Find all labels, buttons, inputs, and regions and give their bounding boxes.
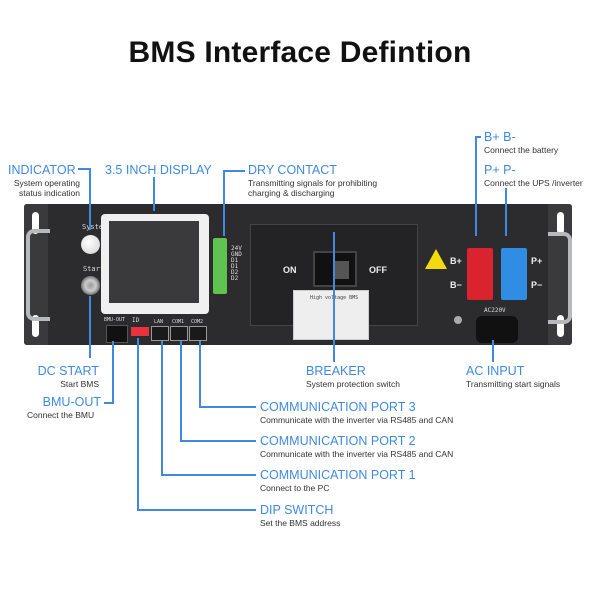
dry-contact-terminal[interactable] <box>213 238 227 294</box>
dry-contact-desc: charging & discharging <box>248 188 335 198</box>
leader-line <box>180 440 256 442</box>
leader-line <box>333 232 335 362</box>
dry-contact-desc: Transmitting signals for prohibiting <box>248 178 378 188</box>
com2-label: COM2 <box>191 319 204 325</box>
dry-contact-label: DRY CONTACT <box>248 163 337 177</box>
start-label: Start <box>83 265 105 273</box>
ac-voltage-label: AC220V <box>484 307 506 314</box>
leader-line <box>137 509 256 511</box>
display-bezel <box>101 214 209 314</box>
bmu-out-port[interactable] <box>106 325 128 343</box>
leader-line <box>89 168 91 230</box>
bmu-out-label: BMU-OUT <box>104 317 126 323</box>
bmu-out-label: BMU-OUT <box>42 395 101 409</box>
bplus-label: B+ <box>450 256 462 266</box>
leader-line <box>223 170 245 172</box>
ac-input-label: AC INPUT <box>466 364 525 378</box>
on-label: ON <box>283 265 297 275</box>
pin-label: D1 <box>231 263 239 270</box>
pin-label: D2 <box>231 269 239 276</box>
system-label: System <box>82 223 108 231</box>
leader-line <box>475 136 481 138</box>
display-label: 3.5 INCH DISPLAY <box>105 163 212 177</box>
dip-switch-label: DIP SWITCH <box>260 503 334 517</box>
leader-line <box>180 341 182 441</box>
dip-switch[interactable] <box>131 327 149 336</box>
leader-line <box>89 296 91 358</box>
com2-label: COMMUNICATION PORT 2 <box>260 434 416 448</box>
indicator-desc: System operating <box>13 178 80 188</box>
pplus-label: P+ <box>531 256 543 266</box>
leader-line <box>153 177 155 211</box>
battery-connector[interactable] <box>467 248 493 300</box>
mount-slot <box>557 315 564 337</box>
pin-label: D1 <box>231 257 239 264</box>
mount-slot <box>32 212 39 234</box>
com3-desc: Communicate with the inverter via RS485 … <box>260 415 454 425</box>
leader-line <box>161 474 256 476</box>
pminus-label: P− <box>531 280 543 290</box>
mount-slot <box>557 212 564 234</box>
dc-start-desc: Start BMS <box>60 379 99 389</box>
com1-desc: Connect to the PC <box>260 483 330 493</box>
off-label: OFF <box>369 265 387 275</box>
indicator-light <box>81 235 100 254</box>
nameplate: High voltage BMS <box>293 290 369 340</box>
ground-screw-icon <box>454 316 462 324</box>
leader-line <box>78 168 90 170</box>
left-handle <box>26 229 50 321</box>
com1-port[interactable] <box>170 326 188 341</box>
leader-line <box>104 402 114 404</box>
com2-desc: Communicate with the inverter via RS485 … <box>260 449 454 459</box>
indicator-label: INDICATOR <box>8 163 76 177</box>
breaker-label: BREAKER <box>306 364 366 378</box>
leader-line <box>112 341 114 403</box>
leader-line <box>199 406 256 408</box>
pin-label: 24V <box>231 245 242 252</box>
page-title: BMS Interface Defintion <box>128 36 472 69</box>
ups-terminal-label: P+ P- <box>484 163 516 177</box>
ac-input-desc: Transmitting start signals <box>466 379 561 389</box>
ac-input-socket[interactable] <box>476 316 518 343</box>
indicator-desc: status indication <box>19 188 80 198</box>
dc-start-label: DC START <box>37 364 99 378</box>
battery-terminal-desc: Connect the battery <box>484 145 559 155</box>
high-voltage-warning-icon <box>425 249 447 269</box>
com1-label: COMMUNICATION PORT 1 <box>260 468 416 482</box>
lan-label: LAN <box>154 319 164 325</box>
leader-line <box>223 170 225 236</box>
bminus-label: B− <box>450 280 462 290</box>
com1-label: COM1 <box>172 319 185 325</box>
lan-port[interactable] <box>151 326 169 341</box>
com3-label: COMMUNICATION PORT 3 <box>260 400 416 414</box>
dip-switch-desc: Set the BMS address <box>260 518 341 528</box>
leader-line <box>137 338 139 510</box>
pin-label: D2 <box>231 275 239 282</box>
right-handle <box>548 232 572 324</box>
dip-id-label: ID <box>132 317 140 324</box>
leader-line <box>492 340 494 362</box>
bms-device: System Start BMU-OUT ID LAN COM1 COM2 24… <box>24 204 572 345</box>
breaker-desc: System protection switch <box>306 379 401 389</box>
leader-line <box>475 136 477 236</box>
breaker-switch[interactable] <box>313 251 357 287</box>
bmu-out-desc: Connect the BMU <box>27 410 95 420</box>
leader-line <box>505 188 507 236</box>
leader-line <box>199 341 201 407</box>
battery-terminal-label: B+ B- <box>484 130 516 144</box>
ups-terminal-desc: Connect the UPS /inverter <box>484 178 583 188</box>
ups-connector[interactable] <box>501 248 527 300</box>
pin-label: GND <box>231 251 242 258</box>
dc-start-button[interactable] <box>81 276 100 295</box>
com2-port[interactable] <box>189 326 207 341</box>
lcd-screen <box>109 221 199 303</box>
mount-slot <box>32 315 39 337</box>
leader-line <box>161 341 163 475</box>
